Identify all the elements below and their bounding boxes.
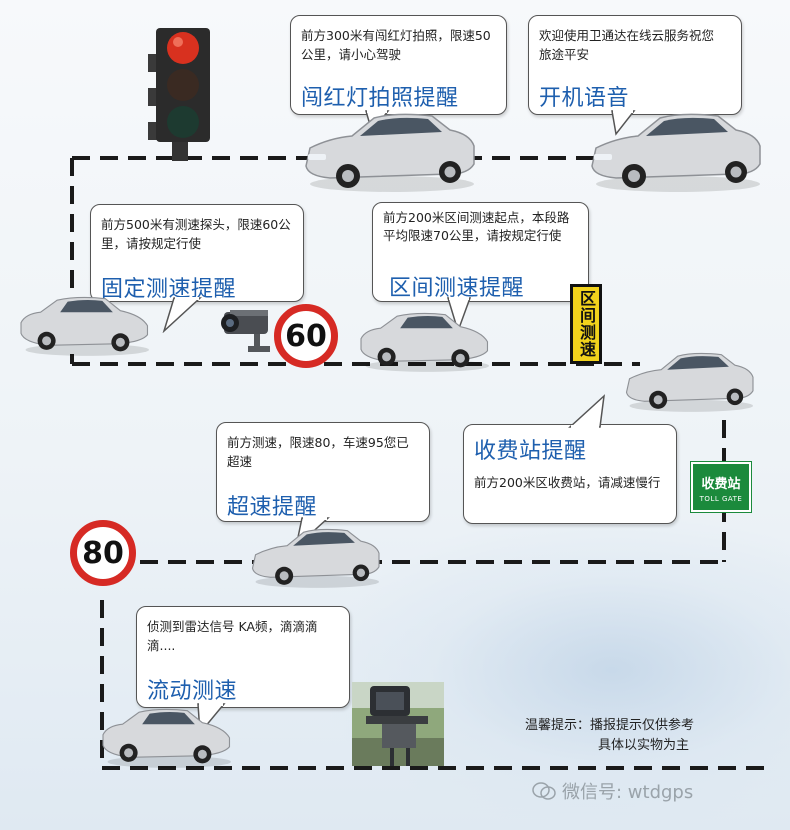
toll-station-bubble: 收费站提醒 前方200米区收费站，请减速慢行 [463,424,677,524]
car-toll [625,352,754,412]
red-light-alert-text: 前方300米有闯红灯拍照，限速50公里，请小心驾驶 [301,28,491,62]
speed-camera-icon [221,310,270,352]
car-fixed-speed [20,296,149,356]
toll-station-title: 收费站提醒 [474,439,587,464]
footer-hint-line1: 温馨提示：播报提示仅供参考 [525,718,695,733]
car-mobile-speed [102,708,231,768]
overspeed-alert-title: 超速提醒 [227,495,318,520]
fixed-speed-bubble-tail [162,297,202,333]
footer-hint-line2: 具体以实物为主 [598,738,690,753]
car-zone-speed [360,312,489,372]
car-red-light [305,113,475,192]
footer-hint: 温馨提示：播报提示仅供参考 具体以实物为主 [525,716,694,756]
traffic-light-icon [148,28,210,161]
zone-speed-title: 区间测速提醒 [389,276,525,301]
zone-speed-bubble: 前方200米区间测速起点，本段路平均限速70公里，请按规定行使 区间测速提醒 [372,202,589,302]
zone-speed-bubble-tail [446,297,472,333]
overspeed-alert-bubble: 前方测速，限速80，车速95您已超速 超速提醒 [216,422,430,522]
fixed-speed-camera-bubble: 前方500米有测速探头，限速60公里，请按规定行使 固定测速提醒 [90,204,304,302]
mobile-speed-bubble: 侦测到雷达信号 KA频，滴滴滴滴.... 流动测速 [136,606,350,708]
fixed-speed-camera-title: 固定测速提醒 [101,277,237,302]
speed-limit-80-sign: 80 [70,520,136,586]
zone-speed-sign: 区间测速 [570,284,602,364]
toll-station-bubble-tail [568,394,606,428]
overspeed-alert-text: 前方测速，限速80，车速95您已超速 [227,435,409,469]
power-on-voice-bubble: 欢迎使用卫通达在线云服务祝您旅途平安 开机语音 [528,15,742,115]
speed-limit-60-sign: 60 [274,304,338,368]
red-light-alert-bubble: 前方300米有闯红灯拍照，限速50公里，请小心驾驶 闯红灯拍照提醒 [290,15,507,115]
wechat-watermark: 微信号: wtdgps [532,778,693,804]
power-on-voice-title: 开机语音 [539,86,630,111]
car-overspeed [251,528,380,588]
zone-speed-text: 前方200米区间测速起点，本段路平均限速70公里，请按规定行使 [383,210,570,243]
red-light-alert-title: 闯红灯拍照提醒 [301,86,459,111]
car-power-on [591,113,761,192]
watermark-text: 微信号: wtdgps [562,782,694,803]
power-on-voice-text: 欢迎使用卫通达在线云服务祝您旅途平安 [539,28,715,62]
power-on-bubble-tail [611,110,636,136]
mobile-radar-photo [352,682,444,766]
mobile-speed-text: 侦测到雷达信号 KA频，滴滴滴滴.... [147,619,318,653]
toll-gate-sign: 收费站 TOLL GATE [690,461,752,513]
mobile-speed-title: 流动测速 [147,679,238,704]
toll-gate-sign-cn: 收费站 [701,477,741,492]
toll-gate-sign-en: TOLL GATE [699,495,743,503]
toll-station-text: 前方200米区收费站，请减速慢行 [474,475,661,490]
wechat-icon [532,782,556,800]
fixed-speed-camera-text: 前方500米有测速探头，限速60公里，请按规定行使 [101,217,291,251]
